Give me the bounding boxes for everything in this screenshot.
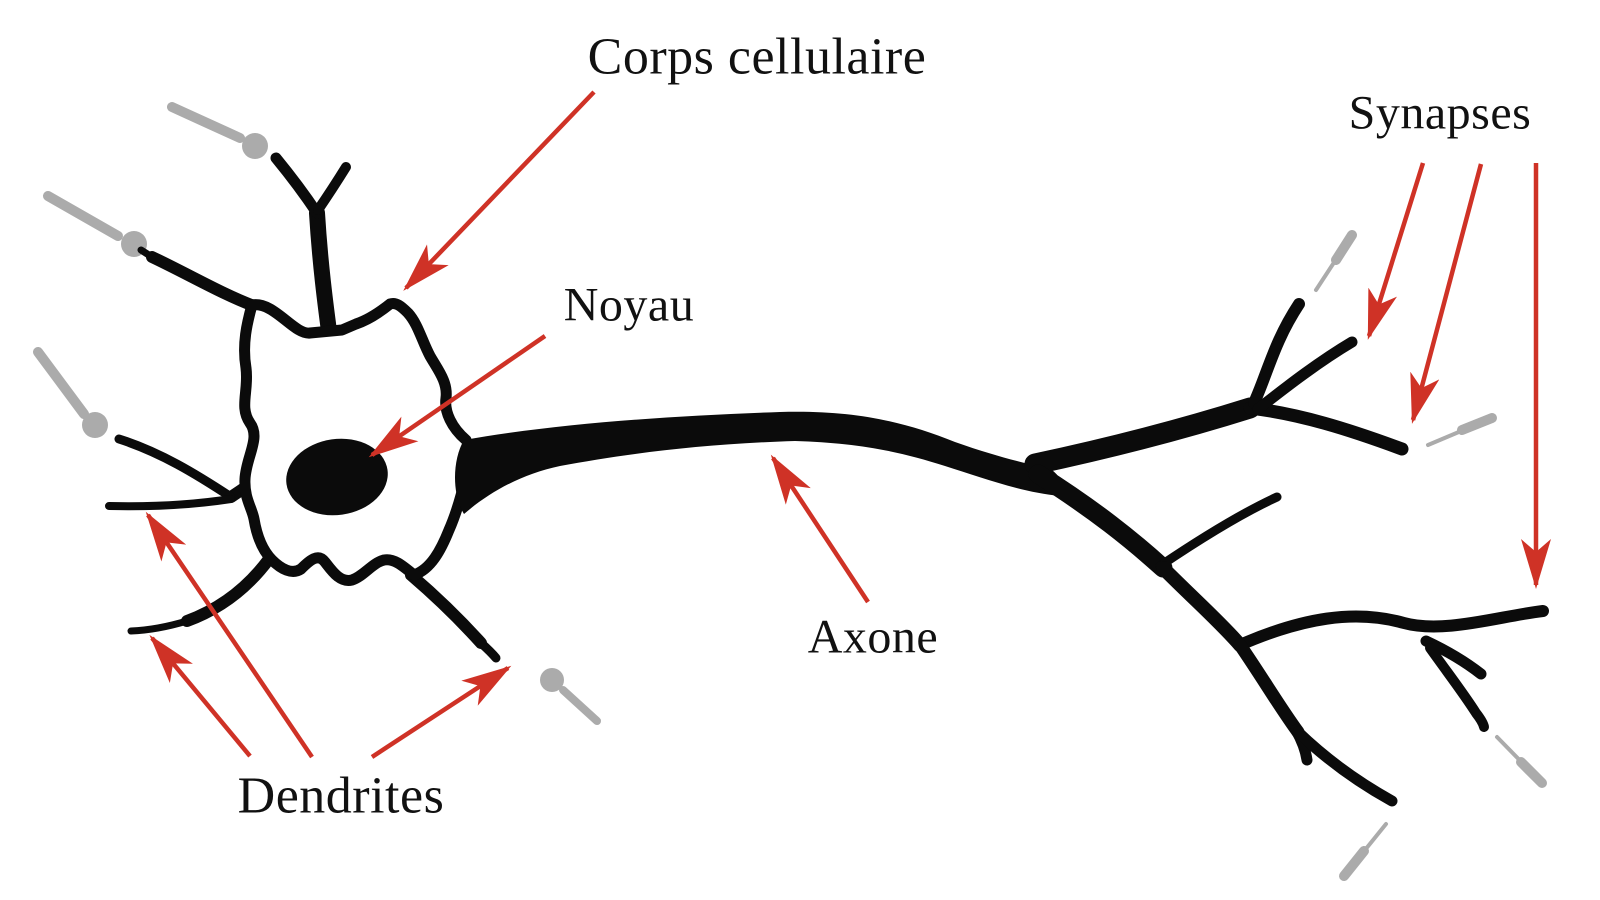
arrow-synapse-1 <box>1366 162 1426 340</box>
synaptic-knob-icon <box>167 102 268 159</box>
arrow-cell-body <box>403 90 596 291</box>
arrow-dendrite-3 <box>370 665 512 759</box>
label-synapses: Synapses <box>1348 86 1532 140</box>
dendrites-branches <box>105 152 501 663</box>
contact-mark-icon <box>1314 230 1357 292</box>
contact-mark-icon <box>1426 413 1497 447</box>
contact-mark-icon <box>1339 822 1388 881</box>
axon-terminal-branches <box>1024 298 1549 807</box>
annotation-arrows <box>145 90 1551 759</box>
arrow-dendrite-2 <box>145 511 314 759</box>
arrow-synapse-2 <box>1410 163 1484 424</box>
label-axon: Axone <box>807 610 939 664</box>
neuron-cell <box>105 152 1549 807</box>
terminal-contact-marks <box>1314 230 1547 881</box>
label-dendrites: Dendrites <box>237 767 445 825</box>
synaptic-knob-icon <box>540 668 601 725</box>
nucleus-blob <box>286 438 388 516</box>
contact-mark-icon <box>1495 735 1547 788</box>
synaptic-knob-icon <box>33 347 108 438</box>
synaptic-knob-icon <box>43 191 147 257</box>
label-nucleus: Noyau <box>563 278 695 332</box>
arrow-dendrite-1 <box>149 634 252 758</box>
label-cell-body: Corps cellulaire <box>587 28 927 86</box>
arrow-axon <box>770 454 870 604</box>
axon-shaft <box>455 411 1063 514</box>
arrow-nucleus <box>368 334 547 458</box>
